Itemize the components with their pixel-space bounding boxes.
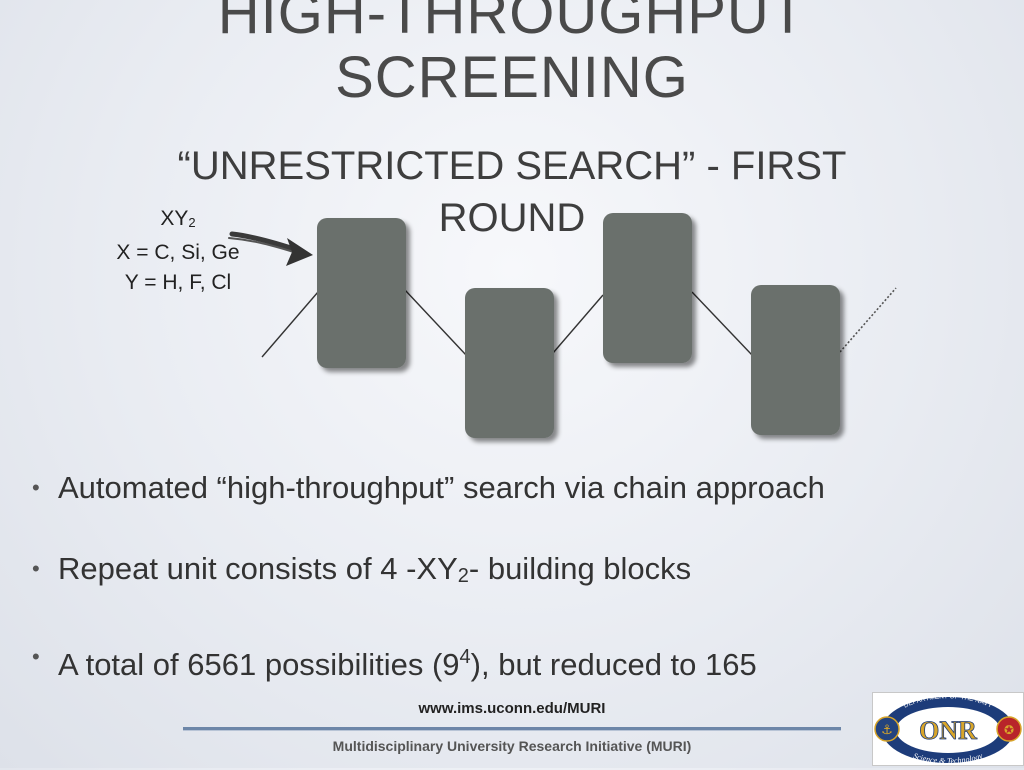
subtitle-line-2: ROUND bbox=[438, 196, 586, 240]
logo-mark: ONR bbox=[919, 716, 977, 745]
footer-divider bbox=[183, 727, 841, 731]
marine-seal-icon bbox=[996, 716, 1022, 742]
x-elements: X = C, Si, Ge bbox=[116, 241, 240, 264]
slide-title: HIGH-THROUGHPUT SCREENING bbox=[0, 0, 1024, 110]
formula-subscript: 2 bbox=[188, 215, 196, 230]
pointer-arrow-icon bbox=[228, 231, 313, 266]
title-line-2: SCREENING bbox=[335, 45, 689, 110]
bullet-item: Repeat unit consists of 4 -XY2- building… bbox=[32, 549, 825, 596]
bullet-item: A total of 6561 possibilities (94), but … bbox=[32, 637, 825, 685]
building-block-2 bbox=[465, 288, 554, 438]
footer-url[interactable]: www.ims.uconn.edu/MURI bbox=[418, 700, 606, 717]
building-block-4 bbox=[751, 285, 840, 435]
bullet-text-tail: - building blocks bbox=[468, 551, 692, 586]
bullet-superscript: 4 bbox=[459, 646, 471, 668]
bullet-text: A total of 6561 possibilities (9 bbox=[58, 647, 460, 682]
navy-seal-icon bbox=[874, 716, 900, 742]
bullet-text: Repeat unit consists of 4 -XY bbox=[58, 551, 458, 586]
bullet-text: Automated “high-throughput” search via c… bbox=[58, 470, 825, 505]
bond-3-4 bbox=[691, 291, 753, 356]
onr-logo: DEPARTMENT OF THE NAVY Science & Technol… bbox=[872, 692, 1024, 766]
anchor-icon: ⚓ bbox=[881, 723, 893, 738]
formula: XY2 bbox=[78, 204, 278, 238]
bullet-subscript: 2 bbox=[457, 565, 469, 587]
building-block-3 bbox=[603, 213, 692, 363]
formula-base: XY bbox=[160, 207, 189, 230]
bullet-list: Automated “high-throughput” search via c… bbox=[32, 468, 825, 726]
building-block-label: XY2 X = C, Si, Ge Y = H, F, Cl bbox=[78, 204, 278, 298]
globe-icon: ✪ bbox=[1004, 723, 1014, 737]
y-elements: Y = H, F, Cl bbox=[124, 271, 232, 294]
bullet-text-tail: ), but reduced to 165 bbox=[470, 647, 757, 682]
bond-1-2 bbox=[404, 289, 467, 356]
bond-left-end bbox=[261, 291, 319, 358]
bond-2-3 bbox=[552, 294, 604, 354]
slide-subtitle: “UNRESTRICTED SEARCH” - FIRST ROUND bbox=[0, 140, 1024, 244]
subtitle-line-1: “UNRESTRICTED SEARCH” - FIRST bbox=[177, 144, 847, 188]
bullet-item: Automated “high-throughput” search via c… bbox=[32, 468, 825, 508]
bond-right-end-dotted bbox=[839, 287, 897, 353]
footer-organization: Multidisciplinary University Research In… bbox=[332, 738, 692, 754]
title-line-1: HIGH-THROUGHPUT bbox=[217, 0, 807, 46]
building-block-1 bbox=[317, 218, 406, 368]
